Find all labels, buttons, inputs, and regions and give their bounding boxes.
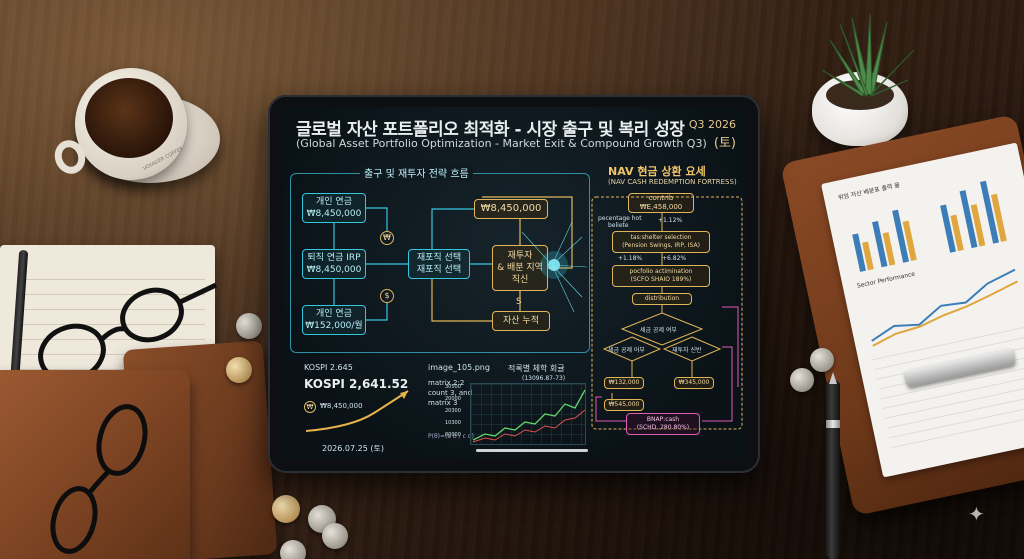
nav-title: NAV 현금 상환 요세 <box>608 165 706 178</box>
nav-box-132: ₩132,000 <box>604 377 644 389</box>
nav-diamond-right: 재투자 신반 <box>672 347 702 354</box>
nav-box-contrib-l2: ₩E,458,000 <box>639 203 683 211</box>
s-label: S <box>516 297 522 307</box>
quarter-day: (토) <box>713 135 736 151</box>
nav-box-tax-l2: (Pension Swings, IRP, ISA) <box>622 242 700 249</box>
matrix-formula: P(θ)=(a b / c d) <box>428 433 474 440</box>
fountain-pen <box>826 372 840 559</box>
box-reinvest-l1: 재투자 <box>507 250 533 261</box>
box-retirement-irp-l2: ₩8,450,000 <box>306 265 362 275</box>
kospi-won-icon: ₩ <box>304 401 316 413</box>
coin <box>236 313 262 339</box>
box-retirement-irp: 퇴직 연금 IRP ₩8,450,000 <box>302 249 366 279</box>
nav-box-final: BNAP:cash (SCHD, 280.80%) <box>626 413 700 435</box>
nav-box-345: ₩345,000 <box>674 377 714 389</box>
matrix-text-3: matrix 3 <box>428 399 458 407</box>
chart-lines <box>472 389 586 443</box>
infographic-title-korean: 글로벌 자산 포트폴리오 최적화 - 시장 출구 및 복리 성장 <box>296 120 685 140</box>
box-top-value: ₩8,450,000 <box>474 199 548 219</box>
chart-area: 30500 20000 20300 10300 00000 <box>445 383 586 445</box>
chart-subtitle: (13096.87-73) <box>522 375 566 382</box>
box-personal-monthly-l2: ₩152,000/월 <box>305 321 363 331</box>
box-personal-pension-l1: 개인 연금 <box>316 196 352 207</box>
kospi-small: KOSPI 2.645 <box>304 363 353 372</box>
coin <box>790 368 814 392</box>
nav-diamond-top: 세금 공제 여부 <box>640 327 677 334</box>
box-reinvest-l3: 직신 <box>511 275 529 286</box>
report-line-chart <box>871 268 1018 347</box>
nav-pct-label: pecentage hot <box>598 215 642 222</box>
nav-box-distribution: distribution <box>632 293 692 305</box>
matrix-filename: image_105.png <box>428 363 490 372</box>
nav-box-portfolio: pocfolio actimination (SCFO SHAIO 189%) <box>612 265 710 287</box>
tablet: 글로벌 자산 포트폴리오 최적화 - 시장 출구 및 복리 성장 (Global… <box>268 95 760 473</box>
coin <box>226 357 252 383</box>
box-personal-pension-l2: ₩8,450,000 <box>306 209 362 219</box>
report-paper: 위임 자산 배분표 출력 물 Sector Performance <box>820 142 1024 478</box>
kospi-big: KOSPI 2,641.52 <box>304 377 409 391</box>
box-selection: 재포직 선택 재포직 선택 <box>408 249 470 279</box>
won-circle-icon: ₩ <box>380 231 394 245</box>
nav-subtitle: (NAV CASH REDEMPTION FORTRESS) <box>608 178 737 186</box>
coin <box>272 495 300 523</box>
home-indicator <box>476 449 588 452</box>
eyeglasses-2 <box>50 404 148 554</box>
nav-box-tax-l1: tas:shelter selection <box>630 233 692 241</box>
nav-box-tax: tas:shelter selection (Pension Swings, I… <box>612 231 710 253</box>
box-personal-monthly: 개인 연금 ₩152,000/월 <box>302 305 366 335</box>
pen-band <box>826 420 840 428</box>
nav-box-contrib: contrib ₩E,458,000 <box>628 193 694 213</box>
nav-box-portfolio-l2: (SCFO SHAIO 189%) <box>630 276 692 283</box>
pen-nib <box>829 372 837 384</box>
nav-mid-right: +6.82% <box>662 255 687 262</box>
quarter-label: Q3 2026 (토) <box>689 117 736 153</box>
chart-ytick: 30500 <box>445 384 461 390</box>
nav-pct-sub: beliete <box>608 222 629 229</box>
box-reinvest-l2: & 배분 지역 <box>497 262 543 273</box>
infographic-title-english: (Global Asset Portfolio Optimization - M… <box>296 137 707 150</box>
chart-ytick: 10300 <box>445 420 461 426</box>
nav-box-portfolio-l1: pocfolio actimination <box>629 267 693 275</box>
kospi-curve <box>305 390 409 432</box>
chart-ytick: 20000 <box>445 396 461 402</box>
tablet-screen: 글로벌 자산 포트폴리오 최적화 - 시장 출구 및 복리 성장 (Global… <box>282 107 746 459</box>
box-retirement-irp-l1: 퇴직 연금 IRP <box>307 252 361 263</box>
box-selection-l1: 재포직 선택 <box>416 252 462 263</box>
chart-title: 적록별 체학 회귤 <box>508 364 565 373</box>
coin <box>280 540 306 559</box>
nav-diamond-left: 세금 공제 어부 <box>608 347 645 354</box>
flow-connectors <box>333 196 588 322</box>
kospi-date: 2026.07.25 (토) <box>322 444 384 453</box>
nav-box-contrib-l1: contrib <box>648 193 674 202</box>
coffee-liquid <box>85 78 173 158</box>
box-reinvest: 재투자 & 배분 지역 직신 <box>492 245 548 291</box>
box-selection-l2: 재포직 선택 <box>416 265 462 275</box>
nav-pct-value: +1.12% <box>658 217 683 224</box>
coin <box>810 348 834 372</box>
box-accumulate: 자산 누적 <box>492 311 550 331</box>
succulent-leaves <box>821 13 915 97</box>
nav-box-final-l2: (SCHD, 280.80%) <box>636 424 690 431</box>
kospi-value: ₩8,450,000 <box>320 402 363 410</box>
chart-ytick: 00000 <box>445 432 461 438</box>
flow-title: 출구 및 재투자 전략 흐름 <box>360 165 473 180</box>
box-personal-monthly-l1: 개인 연금 <box>316 308 352 319</box>
report-bar-chart <box>852 180 1007 272</box>
nav-mid-left: +1.18% <box>618 255 643 262</box>
coffee-mug: VOYAGER COFFEE <box>75 68 187 180</box>
nav-box-final-l1: BNAP:cash <box>646 415 680 423</box>
coin <box>322 523 348 549</box>
dollar-circle-icon: $ <box>380 289 394 303</box>
chart-ytick: 20300 <box>445 408 461 414</box>
box-personal-pension: 개인 연금 ₩8,450,000 <box>302 193 366 223</box>
nav-box-545: ₩545,000 <box>604 399 644 411</box>
matrix-text-1: matrix 2:2 <box>428 379 465 387</box>
sparkle-icon: ✦ <box>968 502 985 526</box>
matrix-text-2: count 3, and <box>428 389 473 397</box>
quarter-text: Q3 2026 <box>688 118 736 131</box>
